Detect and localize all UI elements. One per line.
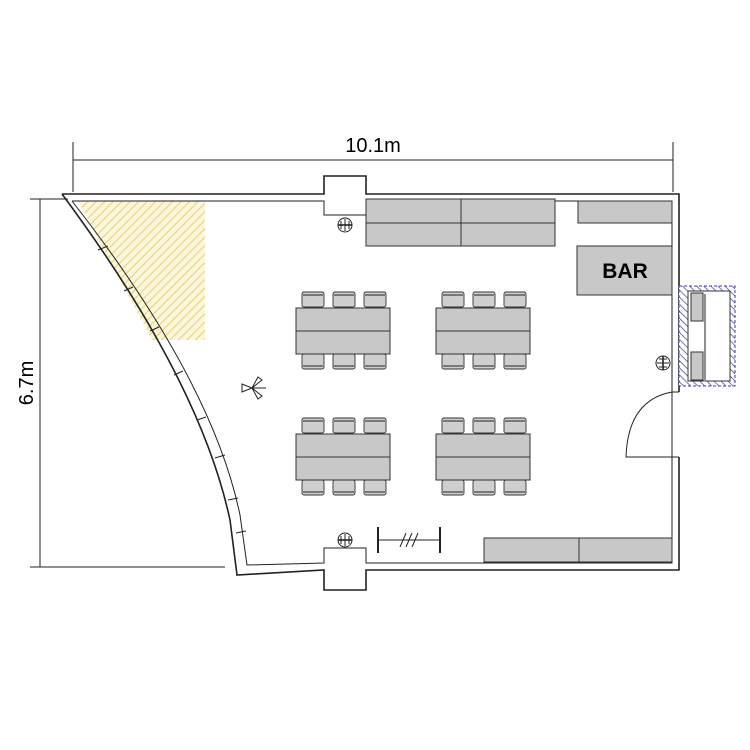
chair: [332, 291, 356, 308]
bottom-counters: [483, 537, 673, 563]
speaker-icon: [655, 355, 671, 371]
chair: [332, 417, 356, 434]
stage-area: [78, 201, 205, 340]
chair: [332, 479, 356, 496]
chair: [472, 291, 496, 308]
width-label: 10.1m: [345, 135, 401, 157]
table: [295, 456, 391, 481]
table: [295, 330, 391, 355]
speaker-icon: [337, 532, 353, 548]
chair: [332, 353, 356, 370]
table-group: [295, 291, 391, 370]
bar-counter: BAR: [576, 245, 673, 296]
chair: [503, 417, 527, 434]
chair: [363, 479, 387, 496]
chair: [441, 353, 465, 370]
clothes-rack-icon: [377, 527, 441, 553]
width-dimension: 10.1m: [72, 135, 674, 192]
table: [295, 307, 391, 332]
chair: [363, 291, 387, 308]
chair: [503, 479, 527, 496]
table: [435, 433, 531, 458]
speaker-icon: [337, 217, 353, 233]
bar-label: BAR: [602, 260, 648, 283]
chair: [441, 291, 465, 308]
chair: [472, 417, 496, 434]
door-swing-icon: [625, 391, 673, 458]
dj-booth: [678, 285, 736, 387]
table-groups: [295, 291, 531, 496]
chair: [363, 417, 387, 434]
chair: [441, 479, 465, 496]
chair: [472, 353, 496, 370]
chair: [503, 353, 527, 370]
top-counters: [365, 198, 673, 247]
table: [435, 456, 531, 481]
table-group: [295, 417, 391, 496]
table: [295, 433, 391, 458]
height-label: 6.7m: [16, 361, 38, 405]
fan-icon: [241, 376, 266, 400]
table: [435, 307, 531, 332]
height-dimension: 6.7m: [16, 198, 225, 568]
chair: [301, 353, 325, 370]
table: [435, 330, 531, 355]
chair: [503, 291, 527, 308]
chair: [363, 353, 387, 370]
chair: [301, 291, 325, 308]
chair: [472, 479, 496, 496]
table-group: [435, 291, 531, 370]
table-group: [435, 417, 531, 496]
chair: [301, 479, 325, 496]
chair: [441, 417, 465, 434]
chair: [301, 417, 325, 434]
door: [625, 391, 679, 458]
